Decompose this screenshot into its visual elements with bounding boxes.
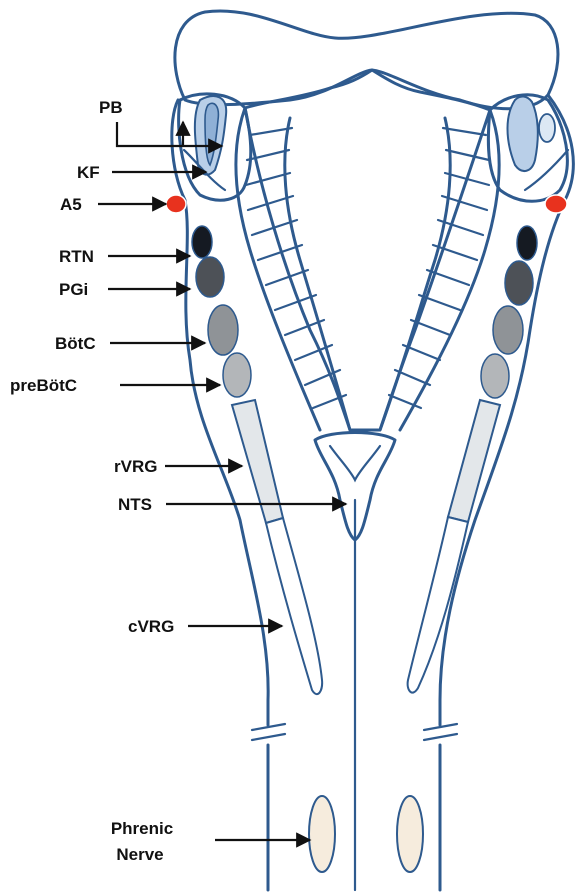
- right-phrenic-nerve: [397, 796, 423, 872]
- left-rtn: [192, 226, 212, 258]
- label-arrows: [98, 122, 346, 840]
- label-pb: PB: [99, 98, 123, 117]
- label-rtn: RTN: [59, 247, 94, 266]
- label-nts: NTS: [118, 495, 152, 514]
- left-prebotc: [223, 353, 251, 397]
- label-phrenic-line1: Phrenic: [111, 819, 173, 838]
- right-a5-nucleus: [545, 195, 567, 213]
- right-botc: [493, 306, 523, 354]
- right-prebotc: [481, 354, 509, 398]
- left-cvrg: [266, 518, 322, 694]
- label-phrenic-line2: Nerve: [116, 845, 163, 864]
- right-rtn: [517, 226, 537, 260]
- left-botc: [208, 305, 238, 355]
- label-cvrg: cVRG: [128, 617, 174, 636]
- right-cvrg: [408, 517, 468, 693]
- label-pgi: PGi: [59, 280, 88, 299]
- labels: PB KF A5 RTN PGi BötC preBötC rVRG NTS c…: [10, 98, 174, 864]
- label-a5: A5: [60, 195, 82, 214]
- label-rvrg: rVRG: [114, 457, 157, 476]
- label-prebotc: preBötC: [10, 376, 77, 395]
- left-a5-nucleus: [166, 195, 186, 213]
- right-rvrg: [448, 400, 500, 522]
- label-botc: BötC: [55, 334, 96, 353]
- left-pons-nuclei: [166, 94, 251, 213]
- right-pb-nucleus: [508, 96, 538, 171]
- left-pgi: [196, 257, 224, 297]
- left-phrenic-nerve: [309, 796, 335, 872]
- left-ventral-column: [192, 226, 322, 694]
- right-kf-nucleus: [539, 114, 555, 142]
- right-pgi: [505, 261, 533, 305]
- label-kf: KF: [77, 163, 100, 182]
